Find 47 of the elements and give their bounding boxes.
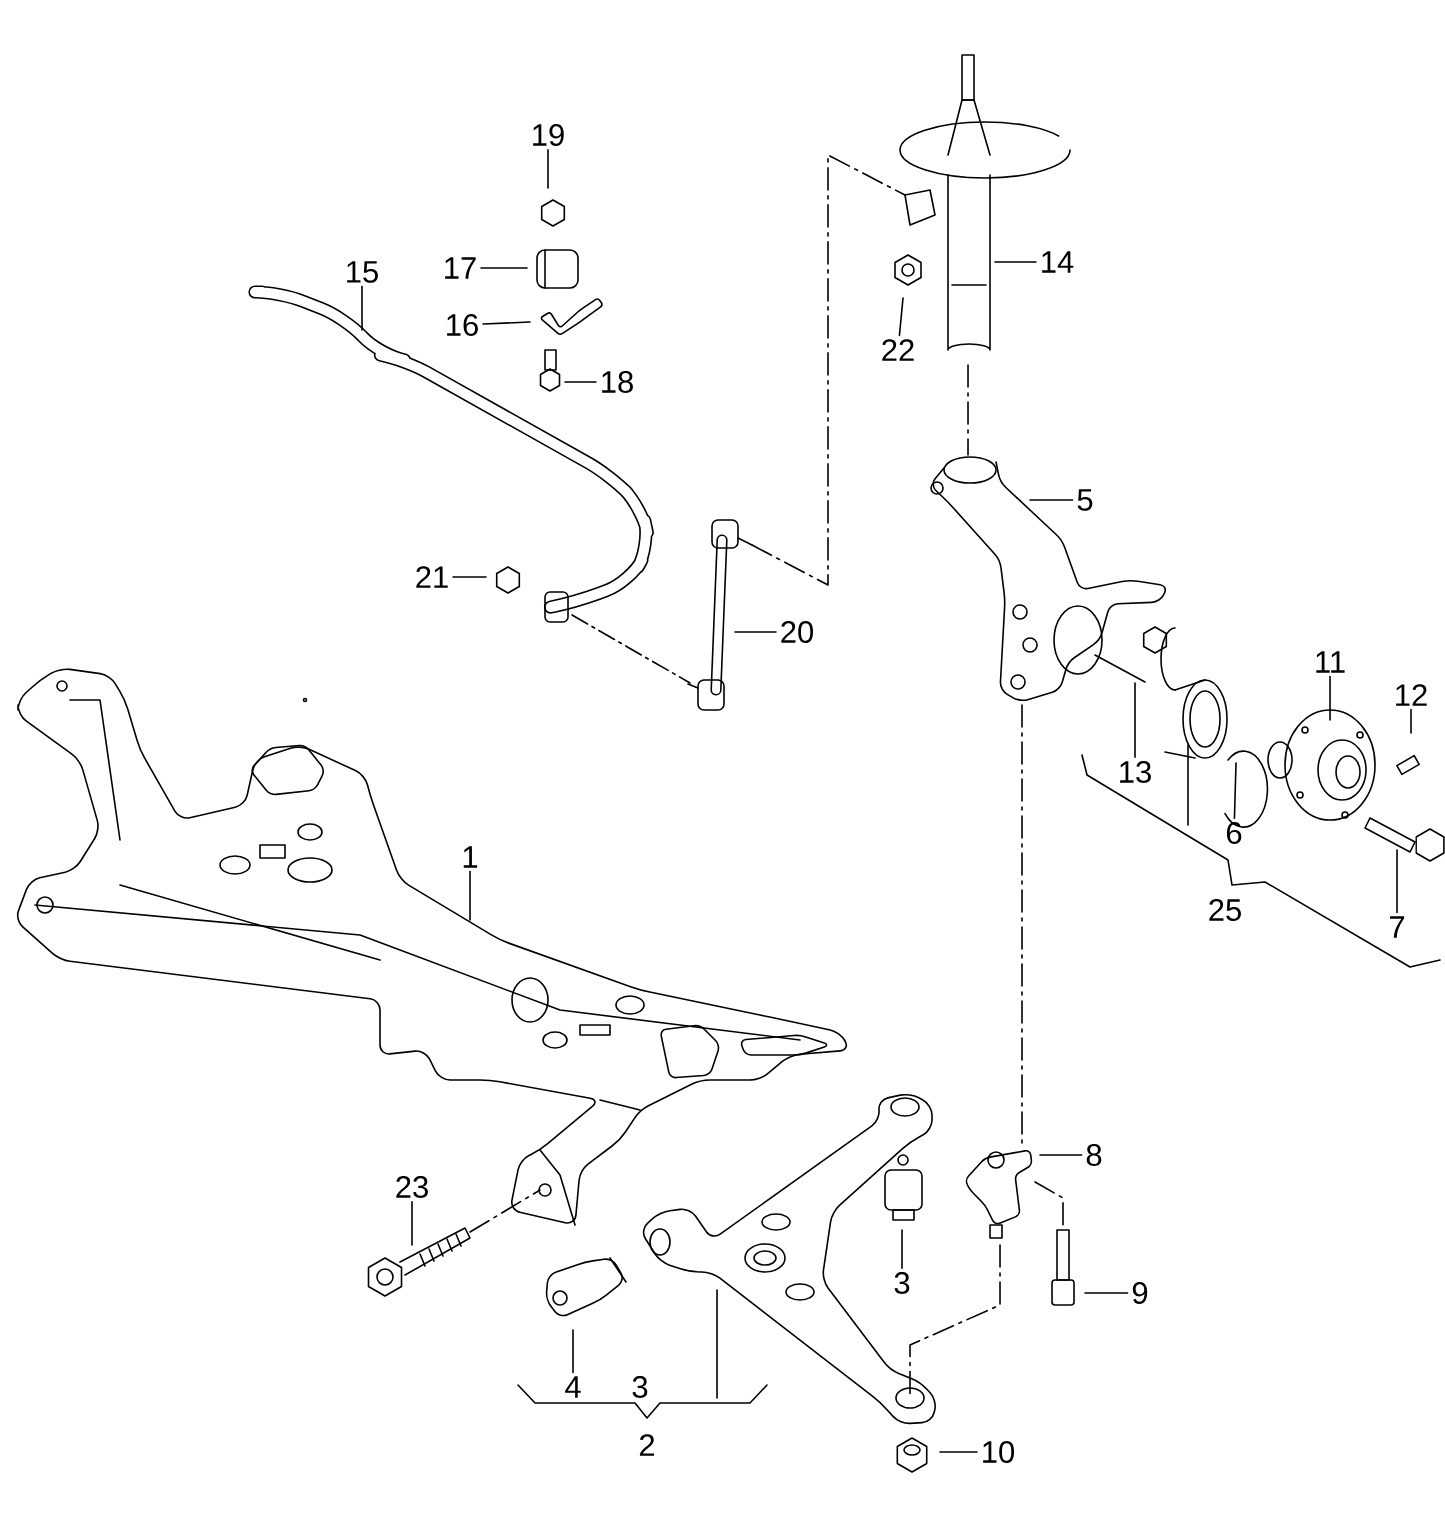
leader-line [1084, 1292, 1129, 1294]
callout-number: 6 [1226, 822, 1242, 844]
leader-line [1233, 762, 1237, 820]
callout-number: 14 [1042, 251, 1074, 273]
callout-number: 2 [639, 1434, 655, 1456]
leader-line [1329, 675, 1331, 721]
callout-number: 8 [1086, 1144, 1102, 1166]
leader-line [411, 1201, 413, 1246]
leader-line [1396, 849, 1398, 914]
callout-number: 19 [533, 124, 564, 146]
callout-number: 17 [445, 257, 476, 279]
callout-number: 15 [347, 261, 378, 283]
callout-number: 13 [1120, 761, 1151, 783]
callout-number: 5 [1077, 489, 1093, 511]
leader-line [994, 261, 1037, 263]
callout-number: 21 [416, 566, 448, 588]
leader-line [361, 285, 363, 331]
callout-number: 11 [1316, 651, 1345, 673]
callout-number: 22 [882, 339, 914, 361]
callout-number: 10 [983, 1441, 1015, 1463]
callout-number: 23 [396, 1176, 428, 1198]
leader-line [1029, 499, 1074, 501]
leader-line [734, 631, 777, 633]
callout-number: 7 [1390, 916, 1405, 938]
leader-line [572, 1329, 574, 1374]
leader-line [547, 148, 549, 189]
callout-number: 16 [447, 314, 478, 336]
leader-line [1134, 682, 1136, 759]
callout-number: 4 [565, 1376, 581, 1398]
callout-number: 3 [632, 1376, 648, 1398]
callout-number: 9 [1132, 1282, 1148, 1304]
callout-number: 25 [1209, 899, 1241, 921]
leader-line [939, 1451, 978, 1453]
leader-line [469, 870, 471, 921]
callout-number: 1 [463, 846, 478, 868]
leader-line [1039, 1154, 1083, 1156]
callout-number: 12 [1396, 684, 1427, 706]
callout-number: 20 [781, 621, 814, 643]
leader-line [480, 267, 528, 269]
callout-number: 3 [894, 1272, 910, 1294]
leader-line [482, 321, 531, 325]
leader-line [1410, 708, 1412, 734]
callout-number: 18 [602, 371, 633, 393]
leader-line [564, 381, 597, 383]
leader-line [901, 1229, 903, 1270]
leader-line [898, 297, 904, 337]
leader-line [452, 576, 487, 578]
